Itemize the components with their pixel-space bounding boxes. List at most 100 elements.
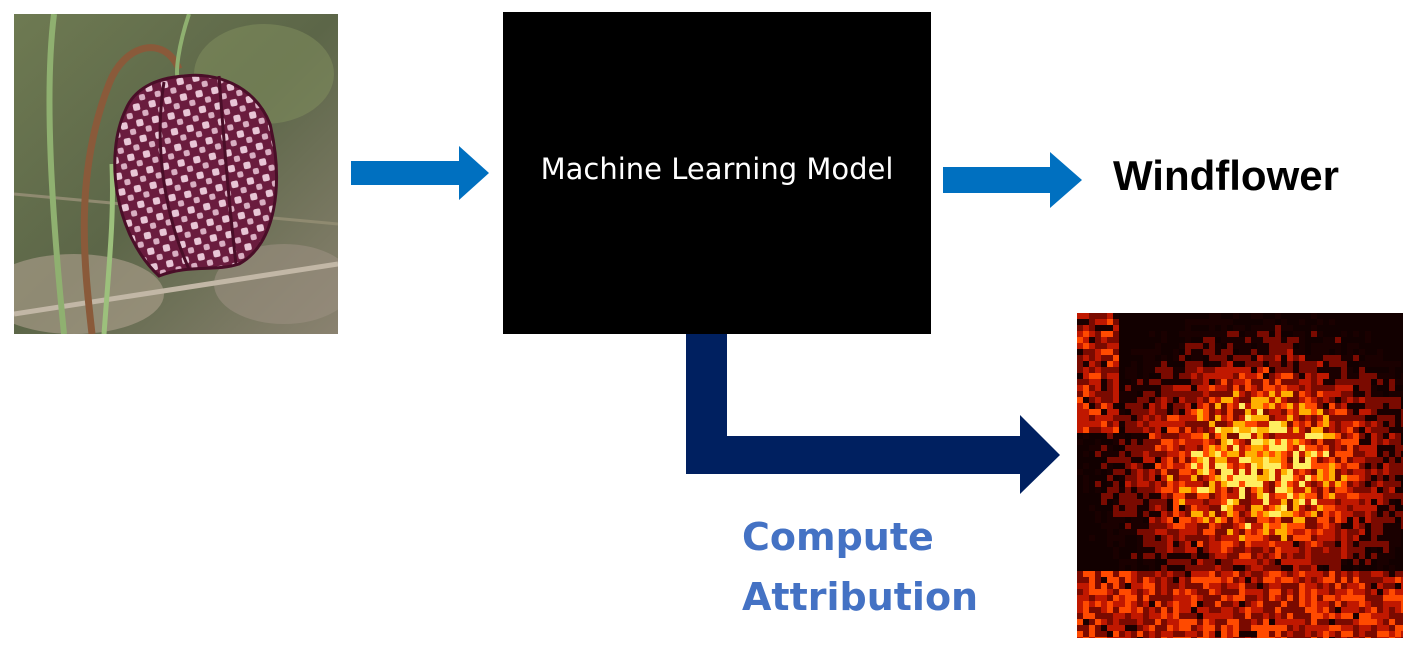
heatmap-cell bbox=[1353, 409, 1359, 415]
heatmap-cell bbox=[1227, 619, 1233, 625]
heatmap-cell bbox=[1227, 505, 1233, 511]
heatmap-cell bbox=[1269, 427, 1275, 433]
heatmap-cell bbox=[1311, 619, 1317, 625]
heatmap-cell bbox=[1089, 313, 1095, 319]
heatmap-cell bbox=[1281, 373, 1287, 379]
heatmap-cell bbox=[1257, 421, 1263, 427]
heatmap-cell bbox=[1293, 541, 1299, 547]
heatmap-cell bbox=[1335, 457, 1341, 463]
heatmap-cell bbox=[1239, 373, 1245, 379]
heatmap-cell bbox=[1149, 475, 1155, 481]
heatmap-cell bbox=[1131, 397, 1137, 403]
heatmap-cell bbox=[1191, 355, 1197, 361]
heatmap-cell bbox=[1323, 457, 1329, 463]
heatmap-cell bbox=[1257, 325, 1263, 331]
heatmap-cell bbox=[1167, 529, 1173, 535]
heatmap-cell bbox=[1347, 403, 1353, 409]
heatmap-cell bbox=[1269, 517, 1275, 523]
heatmap-cell bbox=[1113, 535, 1119, 541]
heatmap-cell bbox=[1167, 379, 1173, 385]
heatmap-cell bbox=[1233, 397, 1239, 403]
heatmap-cell bbox=[1143, 457, 1149, 463]
heatmap-cell bbox=[1359, 601, 1365, 607]
heatmap-cell bbox=[1389, 433, 1395, 439]
heatmap-cell bbox=[1173, 583, 1179, 589]
heatmap-cell bbox=[1125, 625, 1131, 631]
heatmap-cell bbox=[1275, 595, 1281, 601]
heatmap-cell bbox=[1335, 373, 1341, 379]
heatmap-cell bbox=[1293, 631, 1299, 637]
heatmap-cell bbox=[1341, 379, 1347, 385]
heatmap-cell bbox=[1305, 565, 1311, 571]
heatmap-cell bbox=[1329, 421, 1335, 427]
heatmap-cell bbox=[1125, 445, 1131, 451]
heatmap-cell bbox=[1251, 577, 1257, 583]
heatmap-cell bbox=[1167, 433, 1173, 439]
heatmap-cell bbox=[1167, 487, 1173, 493]
heatmap-cell bbox=[1275, 499, 1281, 505]
heatmap-cell bbox=[1359, 541, 1365, 547]
heatmap-cell bbox=[1329, 553, 1335, 559]
heatmap-cell bbox=[1167, 505, 1173, 511]
heatmap-cell bbox=[1215, 361, 1221, 367]
heatmap-cell bbox=[1371, 439, 1377, 445]
heatmap-cell bbox=[1095, 589, 1101, 595]
heatmap-cell bbox=[1077, 421, 1083, 427]
heatmap-cell bbox=[1359, 619, 1365, 625]
heatmap-cell bbox=[1221, 631, 1227, 637]
heatmap-cell bbox=[1395, 601, 1401, 607]
heatmap-cell bbox=[1323, 505, 1329, 511]
heatmap-cell bbox=[1215, 631, 1221, 637]
heatmap-cell bbox=[1083, 319, 1089, 325]
heatmap-cell bbox=[1395, 379, 1401, 385]
heatmap-cell bbox=[1335, 625, 1341, 631]
heatmap-cell bbox=[1191, 589, 1197, 595]
heatmap-cell bbox=[1245, 463, 1251, 469]
heatmap-cell bbox=[1323, 385, 1329, 391]
heatmap-cell bbox=[1329, 577, 1335, 583]
heatmap-cell bbox=[1149, 349, 1155, 355]
heatmap-cell bbox=[1239, 565, 1245, 571]
heatmap-cell bbox=[1323, 619, 1329, 625]
heatmap-cell bbox=[1191, 421, 1197, 427]
heatmap-cell bbox=[1095, 367, 1101, 373]
heatmap-cell bbox=[1383, 517, 1389, 523]
heatmap-cell bbox=[1299, 619, 1305, 625]
heatmap-cell bbox=[1347, 457, 1353, 463]
heatmap-cell bbox=[1353, 619, 1359, 625]
heatmap-cell bbox=[1089, 445, 1095, 451]
heatmap-cell bbox=[1119, 421, 1125, 427]
heatmap-cell bbox=[1323, 517, 1329, 523]
heatmap-cell bbox=[1263, 559, 1269, 565]
heatmap-cell bbox=[1113, 577, 1119, 583]
heatmap-cell bbox=[1293, 601, 1299, 607]
heatmap-cell bbox=[1317, 523, 1323, 529]
heatmap-cell bbox=[1113, 571, 1119, 577]
heatmap-cell bbox=[1185, 625, 1191, 631]
heatmap-cell bbox=[1269, 505, 1275, 511]
heatmap-cell bbox=[1191, 487, 1197, 493]
heatmap-cell bbox=[1167, 493, 1173, 499]
heatmap-cell bbox=[1383, 559, 1389, 565]
heatmap-cell bbox=[1227, 625, 1233, 631]
heatmap-cell bbox=[1197, 637, 1203, 638]
heatmap-cell bbox=[1107, 469, 1113, 475]
heatmap-cell bbox=[1311, 463, 1317, 469]
heatmap-cell bbox=[1299, 547, 1305, 553]
heatmap-cell bbox=[1377, 481, 1383, 487]
model-label: Machine Learning Model bbox=[540, 152, 894, 186]
heatmap-cell bbox=[1293, 499, 1299, 505]
heatmap-cell bbox=[1209, 529, 1215, 535]
heatmap-cell bbox=[1221, 391, 1227, 397]
heatmap-cell bbox=[1317, 409, 1323, 415]
heatmap-cell bbox=[1299, 499, 1305, 505]
heatmap-cell bbox=[1389, 499, 1395, 505]
heatmap-cell bbox=[1335, 451, 1341, 457]
heatmap-cell bbox=[1383, 625, 1389, 631]
heatmap-cell bbox=[1317, 457, 1323, 463]
heatmap-cell bbox=[1281, 433, 1287, 439]
heatmap-cell bbox=[1311, 571, 1317, 577]
heatmap-cell bbox=[1209, 493, 1215, 499]
heatmap-cell bbox=[1161, 613, 1167, 619]
heatmap-cell bbox=[1347, 529, 1353, 535]
